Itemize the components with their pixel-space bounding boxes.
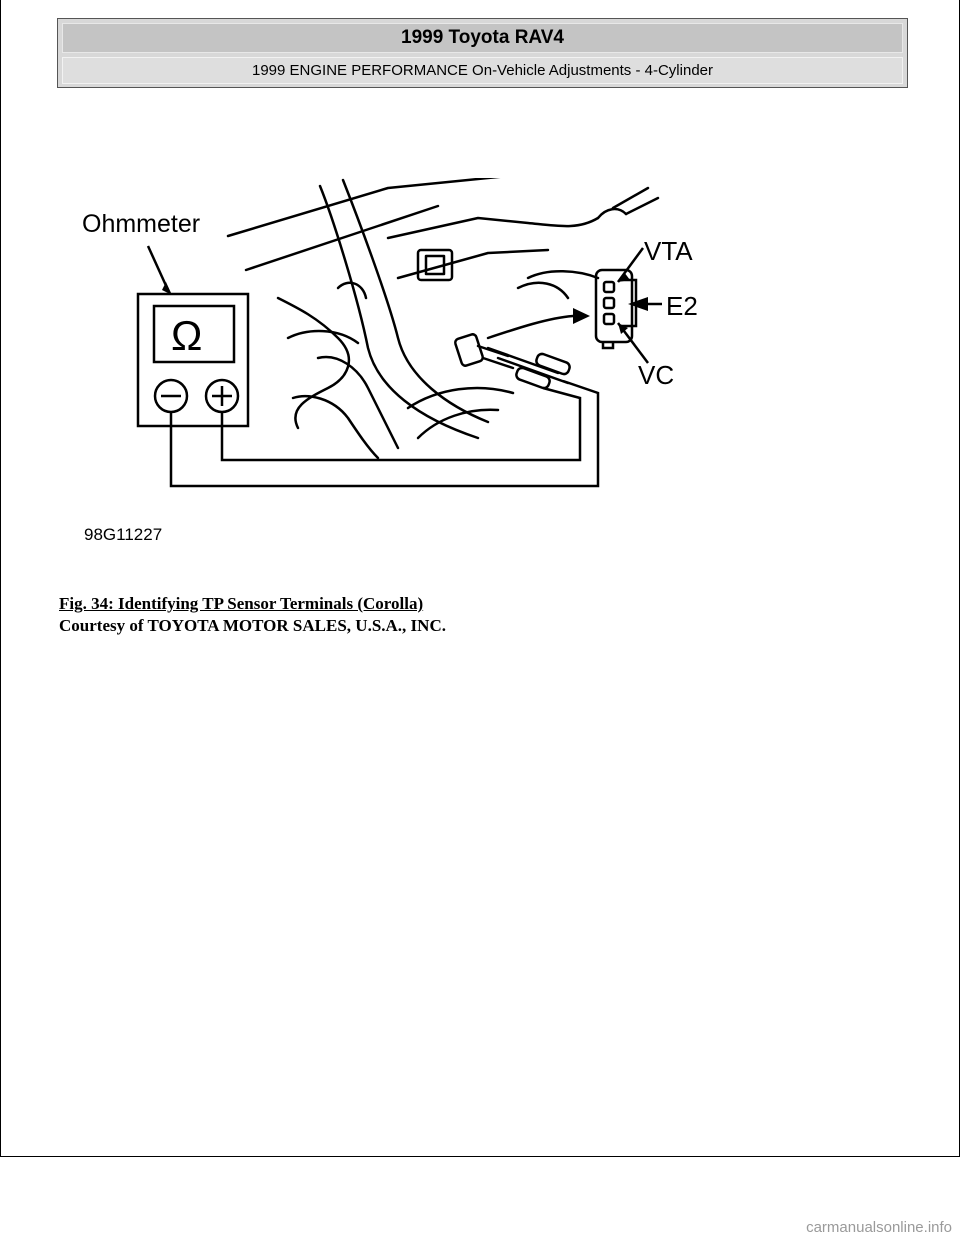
vc-label: VC — [638, 360, 674, 390]
page-footer: carmanualsonline.info — [0, 1156, 960, 1242]
header-subtitle: 1999 ENGINE PERFORMANCE On-Vehicle Adjus… — [62, 57, 903, 84]
vta-pointer-icon — [618, 272, 630, 282]
tp-sensor-illustration: Ohmmeter Ω VTA E2 VC 98G11227 — [82, 178, 698, 544]
figure-courtesy: Courtesy of TOYOTA MOTOR SALES, U.S.A., … — [59, 616, 446, 635]
vta-label: VTA — [644, 236, 693, 266]
document-header: 1999 Toyota RAV4 1999 ENGINE PERFORMANCE… — [57, 18, 908, 88]
ohmmeter-device — [136, 245, 600, 488]
ohmmeter-label: Ohmmeter — [82, 210, 200, 238]
figure-caption: Fig. 34: Identifying TP Sensor Terminals… — [59, 594, 424, 613]
watermark: carmanualsonline.info — [806, 1219, 952, 1236]
header-title: 1999 Toyota RAV4 — [62, 23, 903, 53]
vc-pointer-icon — [618, 323, 628, 334]
ohmmeter-pointer-icon — [162, 282, 172, 295]
hose-line — [318, 184, 480, 440]
ohm-symbol: Ω — [171, 312, 202, 359]
figure-id: 98G11227 — [84, 525, 162, 544]
e2-label: E2 — [666, 291, 698, 321]
tp-sensor-figure: Ohmmeter Ω VTA E2 VC 98G11227 — [58, 178, 718, 550]
e2-pointer-icon — [628, 297, 648, 311]
arrow-head-icon — [573, 308, 590, 324]
page-frame — [0, 0, 960, 1157]
